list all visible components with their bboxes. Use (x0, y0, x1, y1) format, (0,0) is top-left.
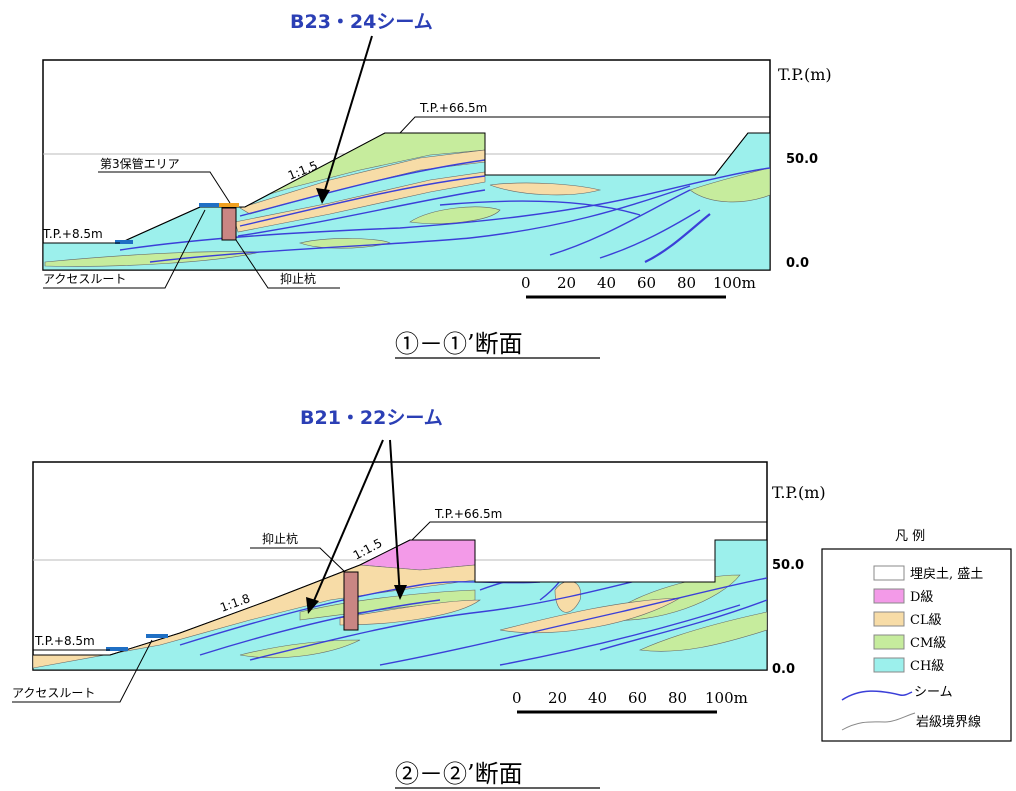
section-1-tick-50: 50.0 (786, 152, 818, 167)
section-2-seam-arrowhead-2 (394, 585, 407, 600)
legend-swatch-fill (873, 565, 905, 581)
section-1-seam-arrow (321, 35, 373, 201)
section-2-route-leader (12, 639, 153, 703)
section-1-seam-arrowhead (316, 188, 330, 204)
section-2-seam-arrow-2 (389, 439, 401, 598)
legend-swatch-cl (873, 611, 905, 627)
legend-boundary-symbol (841, 712, 916, 731)
section-2-scale-80: 80 (668, 689, 687, 707)
section-1-storage-leader (98, 171, 231, 204)
legend-swatch-d (873, 588, 905, 604)
section-1-scale-100: 100m (713, 274, 756, 292)
section-1-route-leader (43, 209, 206, 289)
section-1-restraint-pile (221, 207, 237, 241)
legend-label-seam: シーム (914, 685, 953, 700)
section-1-route-marker-low (115, 240, 133, 244)
section-1-scale-20: 20 (557, 274, 576, 292)
section-1-cm-lens-3 (689, 167, 770, 203)
legend-swatch-cm (873, 634, 905, 650)
section-2-scale-60: 60 (628, 689, 647, 707)
section-1-tp-top-leader (399, 116, 770, 134)
section-1-tp-bottom-label: T.P.+8.5m (42, 227, 103, 241)
section-2-scale-20: 20 (548, 689, 567, 707)
section-1-tp-axis-label: T.P.(m) (778, 65, 832, 84)
section-2-tp-axis-label: T.P.(m) (772, 483, 826, 502)
section-1-scale-80: 80 (677, 274, 696, 292)
section-2-tp-top-label: T.P.+66.5m (434, 507, 502, 521)
section-2-tp-top-leader (411, 521, 767, 541)
section-1-scale-60: 60 (637, 274, 656, 292)
section-1-caption: ①－①’断面 (395, 330, 523, 358)
section-2-scale-0: 0 (512, 689, 522, 707)
section-2-pile-leader (250, 547, 346, 573)
section-1-scale-40: 40 (597, 274, 616, 292)
section-2: B21・22シーム (12, 407, 826, 789)
section-2-tick-0: 0.0 (772, 662, 795, 677)
legend-seam-symbol (841, 690, 913, 701)
section-2-cm-lens-2 (638, 611, 767, 652)
legend-label-cl: CL級 (910, 613, 942, 628)
section-2-route-label: アクセスルート (12, 686, 95, 700)
section-1-scale-bar: 0 20 40 60 80 100m (521, 274, 756, 299)
section-1-cl-band-2 (234, 171, 486, 233)
section-1-cm-band (249, 133, 486, 201)
section-2-pile-label: 抑止杭 (262, 531, 298, 546)
section-2-tp-bottom-label: T.P.+8.5m (34, 634, 95, 648)
section-1-tick-0: 0.0 (786, 256, 809, 271)
section-2-ground-surface (33, 539, 767, 656)
section-1-storage-marker (219, 203, 239, 207)
legend-label-d: D級 (910, 590, 933, 605)
section-1: B23・24シーム (42, 11, 832, 359)
section-1-scale-0: 0 (521, 274, 531, 292)
legend-label-cm: CM級 (910, 636, 946, 651)
legend-swatch-ch (873, 657, 905, 673)
section-2-cm-lens-3 (239, 639, 361, 659)
section-2-restraint-pile (343, 571, 359, 631)
legend-label-ch: CH級 (910, 659, 944, 674)
section-2-scale-40: 40 (588, 689, 607, 707)
section-1-pile-leader (235, 239, 340, 289)
section-1-seam-title: B23・24シーム (290, 11, 433, 33)
section-2-caption: ②－②’断面 (395, 760, 523, 788)
section-2-scale-100: 100m (705, 689, 748, 707)
legend-title: 凡 例 (895, 529, 925, 544)
legend-label-fill: 埋戻土, 盛土 (910, 567, 983, 582)
section-1-storage-label: 第3保管エリア (100, 156, 180, 171)
section-1-tp-top-label: T.P.+66.5m (419, 101, 487, 115)
section-2-route-marker-low (106, 647, 128, 651)
section-2-seam-arrow-1 (309, 439, 384, 611)
section-1-cm-lens (409, 206, 501, 224)
section-2-route-marker-high (146, 634, 168, 638)
section-1-pile-label: 抑止杭 (280, 271, 316, 286)
section-2-scale-bar: 0 20 40 60 80 100m (512, 689, 748, 714)
legend: 凡 例 埋戻土, 盛土 D級 CL級 CM級 CH級 シーム 岩級境界線 (821, 529, 1012, 742)
section-2-tick-50: 50.0 (772, 558, 804, 573)
section-1-cl-lens (489, 182, 601, 196)
legend-box (821, 548, 1012, 742)
section-2-seam-title: B21・22シーム (300, 407, 443, 429)
legend-label-boundary: 岩級境界線 (916, 714, 981, 730)
section-1-route-label: アクセスルート (43, 272, 126, 286)
section-2-seam-arrowhead-1 (306, 597, 319, 614)
section-1-ground-surface (43, 132, 770, 244)
section-1-route-marker-high (199, 203, 219, 207)
section-2-cl-band-2 (339, 599, 481, 626)
